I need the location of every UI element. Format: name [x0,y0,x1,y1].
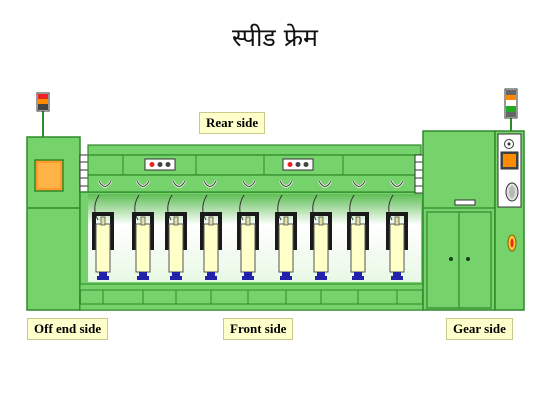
spindle [275,194,297,304]
roving-guide-outline [242,180,256,187]
spindle [347,194,369,304]
left-connector [79,154,89,194]
spindle [386,194,408,304]
spindle [310,194,332,304]
roving-guide-outline [390,180,404,187]
roving-guide-row [97,180,405,188]
spindle [132,194,154,304]
spindle [92,194,114,304]
spindle [200,194,222,304]
indicator-panel-right [282,158,314,171]
front-side-label: Front side [223,318,294,340]
roving-guide-outline [279,180,293,187]
indicator-panel-left [144,158,176,171]
control-panel [494,130,525,311]
roving-guide-outline [172,180,186,187]
spindle-row [92,194,408,304]
right-connector [414,154,424,194]
rear-side-label: Rear side [199,112,266,134]
off-end-side-label: Off end side [27,318,109,340]
creel-section [87,144,422,193]
roving-guide-outline [318,180,332,187]
left-signal-tower [36,92,50,137]
roving-guide-outline [203,180,217,187]
diagram-title: स्पीड फ्रेम [232,23,318,52]
spindle [237,194,259,304]
gear-end-housing [422,130,496,311]
roving-guide-outline [98,180,112,187]
off-end-cabinet [26,136,81,311]
gear-side-label: Gear side [446,318,513,340]
roving-guide-outline [136,180,150,187]
spindle [165,194,187,304]
right-signal-tower [504,88,518,131]
roving-guide-outline [352,180,366,187]
